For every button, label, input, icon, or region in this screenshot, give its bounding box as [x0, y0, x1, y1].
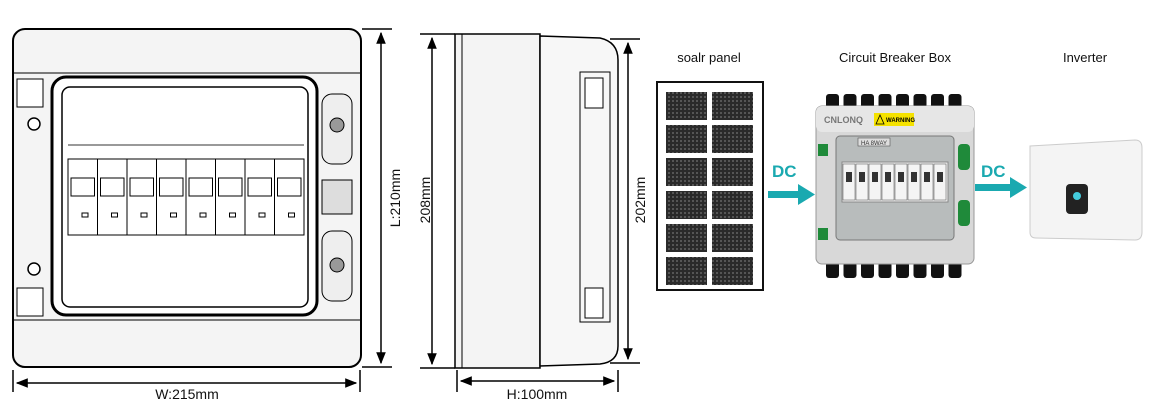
breaker-module [215, 158, 246, 236]
solar-panel [656, 81, 764, 291]
box-brand-label: CNLONQ [824, 115, 863, 125]
screw-icon [27, 117, 41, 131]
solar-cell [712, 191, 753, 219]
breaker-module [185, 158, 216, 236]
solar-cell [712, 158, 753, 186]
breaker-module [126, 158, 157, 236]
cable-gland-top [861, 94, 874, 108]
breaker-module [274, 158, 305, 236]
width-dimension-label: W:215mm [155, 386, 219, 402]
cable-gland-bottom [843, 262, 857, 278]
dc-arrow-1 [768, 184, 815, 205]
cable-gland-top [896, 94, 909, 108]
solar-cell [712, 257, 753, 285]
depth-dimension-label: H:100mm [506, 386, 568, 402]
solar-cell [712, 92, 753, 120]
breaker-box: CNLONQ WARNING HA 8WAY [815, 94, 975, 278]
side-dimensions [420, 33, 640, 392]
dc-arrow-2 [975, 177, 1027, 198]
warning-icon [875, 114, 885, 125]
cable-gland-top [878, 94, 892, 108]
front-view-enclosure [12, 28, 362, 368]
cable-gland-top [948, 94, 962, 108]
cable-gland-bottom [861, 262, 874, 278]
cable-gland-bottom [948, 262, 962, 278]
cable-gland-bottom [931, 262, 944, 278]
breaker-box-label: Circuit Breaker Box [839, 50, 951, 65]
warning-label [874, 113, 914, 126]
hinge-icon [16, 287, 44, 317]
cable-gland-top [931, 94, 944, 108]
height-left-dimension-label: 208mm [417, 176, 433, 224]
solar-cell [666, 125, 707, 153]
length-dimension-label: L:210mm [387, 168, 403, 228]
solar-cell [666, 158, 707, 186]
cable-gland-top [913, 94, 927, 108]
solar-cell [666, 257, 707, 285]
solar-cell [712, 125, 753, 153]
hinge-icon [16, 78, 44, 108]
cable-gland-bottom [878, 262, 892, 278]
cable-gland-top [826, 94, 839, 108]
inverter-label: Inverter [1062, 50, 1108, 65]
warning-text: WARNING [886, 118, 915, 124]
screw-icon [27, 262, 41, 276]
solar-cell [712, 224, 753, 252]
dc-label-2: DC [981, 162, 1006, 181]
breaker-module [67, 158, 98, 236]
cable-gland-bottom [913, 262, 927, 278]
cable-gland-top [843, 94, 857, 108]
breaker-row [67, 158, 305, 236]
box-model-label: HA 8WAY [861, 141, 887, 147]
solar-cell [666, 191, 707, 219]
breaker-module [156, 158, 187, 236]
solar-cell [666, 92, 707, 120]
solar-cell [666, 224, 707, 252]
solar-panel-label: soalr panel [677, 50, 741, 65]
height-right-dimension-label: 202mm [632, 176, 648, 224]
dc-label-1: DC [772, 162, 797, 181]
inverter [1029, 139, 1143, 241]
side-view-enclosure [454, 33, 619, 369]
front-dimensions [12, 28, 392, 392]
breaker-module [97, 158, 128, 236]
cable-gland-bottom [826, 262, 839, 278]
cable-gland-bottom [896, 262, 909, 278]
breaker-module [244, 158, 275, 236]
